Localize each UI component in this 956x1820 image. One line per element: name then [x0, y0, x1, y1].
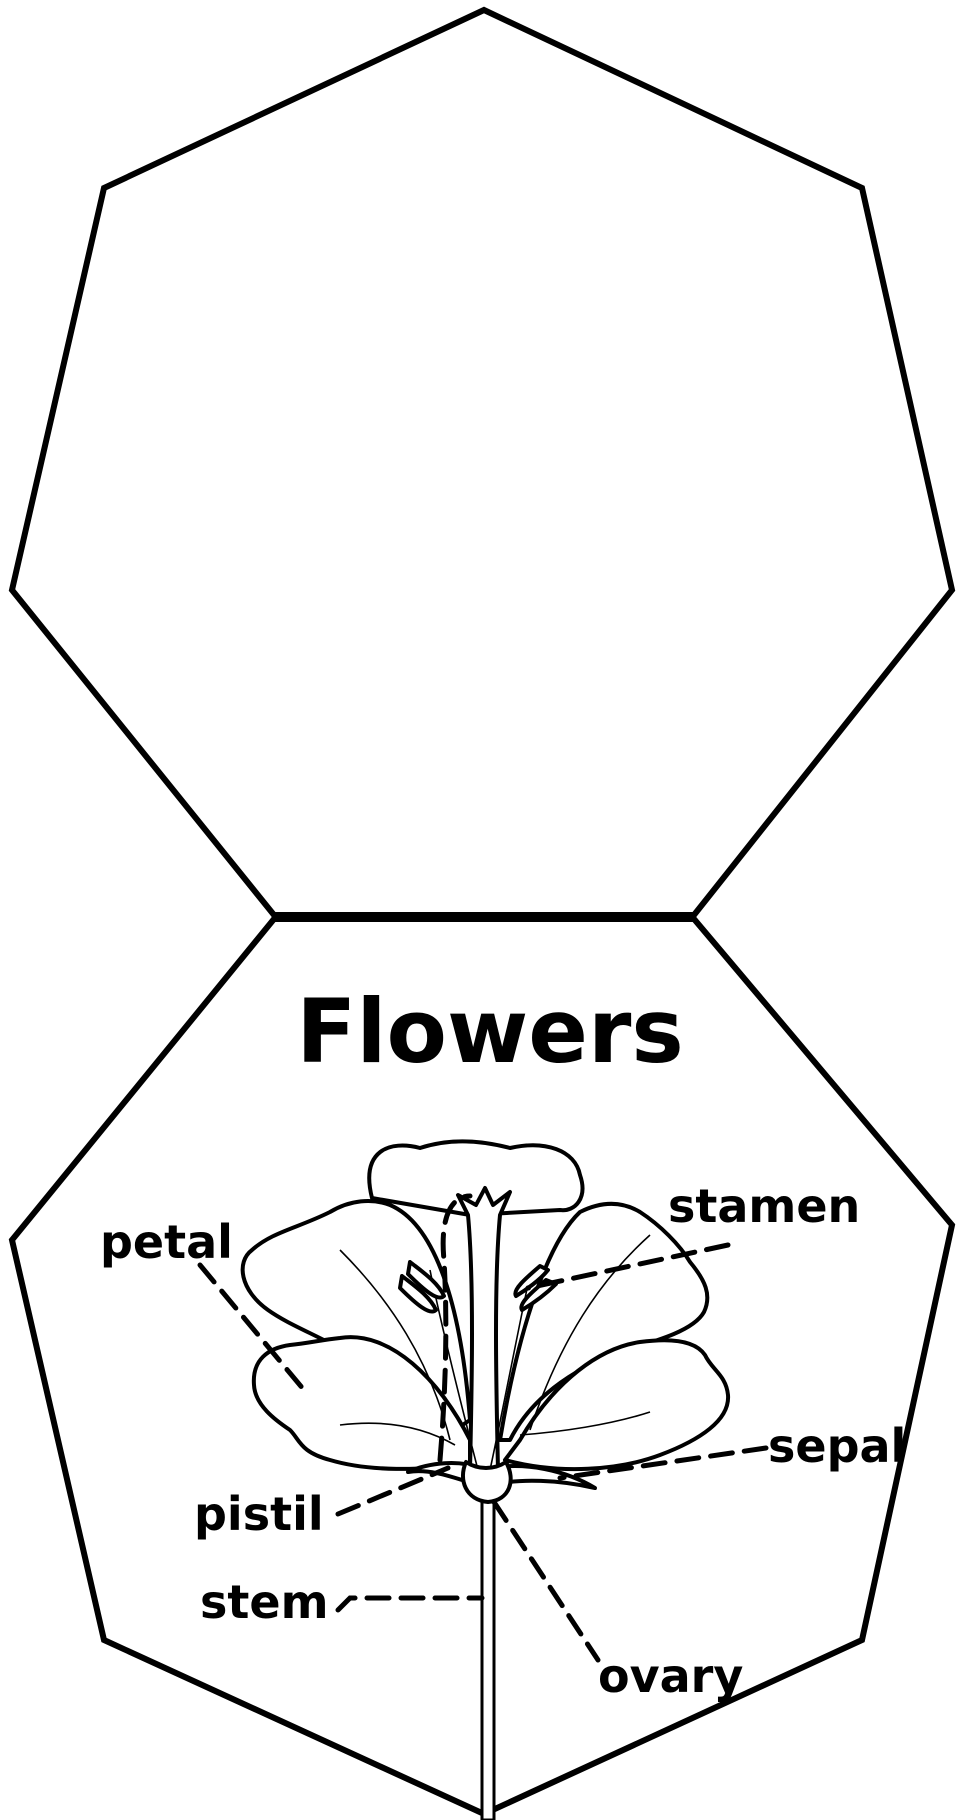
page-title: Flowers: [296, 980, 684, 1083]
label-stamen: stamen: [668, 1179, 860, 1233]
label-ovary: ovary: [598, 1649, 743, 1703]
stem-shape: [482, 1495, 494, 1820]
label-stem: stem: [200, 1575, 329, 1629]
ovary-shape: [463, 1462, 511, 1502]
label-pistil: pistil: [194, 1487, 324, 1541]
stem-leader: [338, 1598, 482, 1610]
flower-illustration: [243, 1141, 728, 1820]
label-sepal: sepal: [768, 1419, 906, 1473]
ovary-leader: [494, 1502, 598, 1660]
pistil-leader: [338, 1468, 448, 1514]
top-heptagon-flap: [12, 10, 952, 915]
label-petal: petal: [100, 1215, 233, 1269]
